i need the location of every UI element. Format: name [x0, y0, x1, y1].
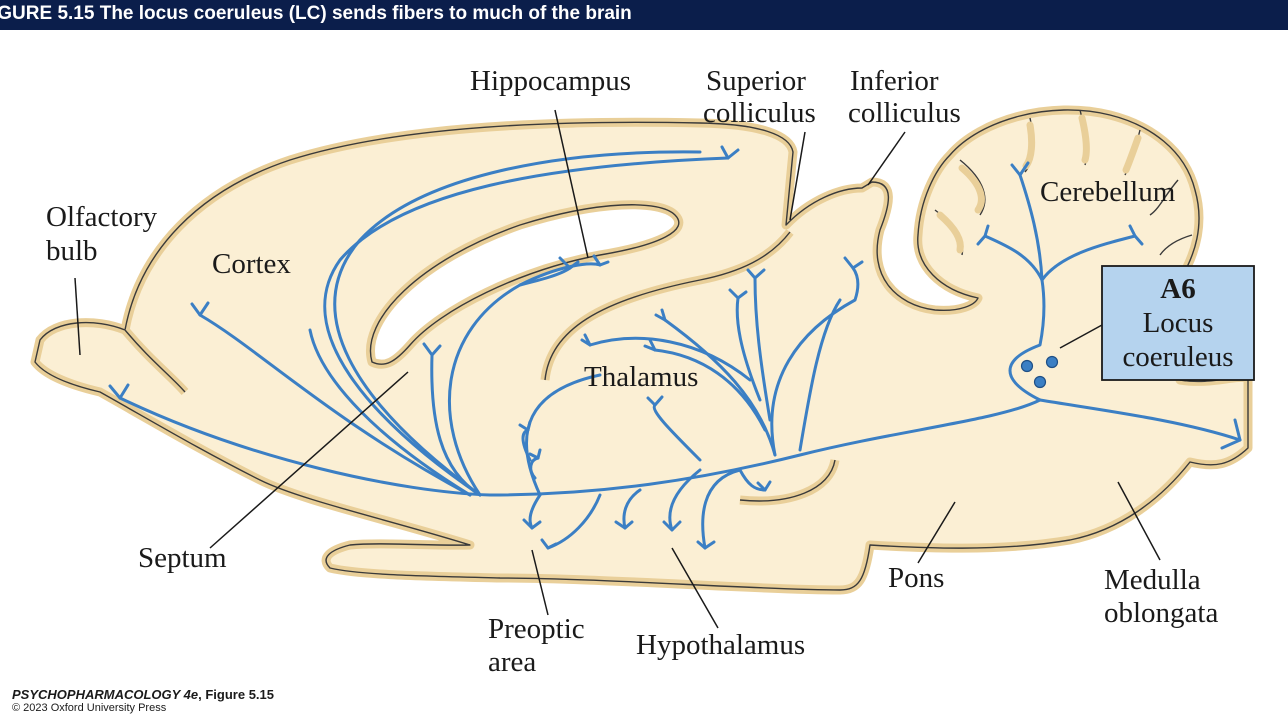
- callout-title: A6: [1160, 273, 1195, 305]
- figure-credit: PSYCHOPHARMACOLOGY 4e, Figure 5.15 © 202…: [12, 687, 274, 714]
- figure-title: IGURE 5.15 The locus coeruleus (LC) send…: [0, 3, 632, 24]
- label-septum: Septum: [138, 542, 227, 574]
- figure-title-bar: IGURE 5.15 The locus coeruleus (LC) send…: [0, 0, 1288, 30]
- label-preoptic-area-2: area: [488, 646, 536, 678]
- label-superior-colliculus-1: Superior: [706, 65, 806, 97]
- label-pons: Pons: [888, 562, 944, 594]
- brain-outline-inner: [34, 109, 1249, 591]
- book-title: PSYCHOPHARMACOLOGY 4e: [12, 687, 199, 702]
- figure-citation: PSYCHOPHARMACOLOGY 4e, Figure 5.15: [12, 687, 274, 702]
- copyright: © 2023 Oxford University Press: [12, 702, 167, 714]
- label-thalamus: Thalamus: [584, 361, 698, 393]
- leader-lines: [74, 109, 1161, 629]
- brain-diagram: A6 Locus coeruleus Olfactory bulb Cortex…: [30, 65, 1255, 678]
- label-hypothalamus: Hypothalamus: [636, 629, 805, 661]
- label-cortex: Cortex: [212, 248, 291, 280]
- label-medulla-oblongata-1: Medulla: [1104, 564, 1201, 596]
- label-inferior-colliculus-2: colliculus: [848, 97, 961, 129]
- label-superior-colliculus-2: colliculus: [703, 97, 816, 129]
- locus-coeruleus-callout: A6 Locus coeruleus: [1101, 265, 1255, 381]
- callout-line-2: coeruleus: [1122, 341, 1233, 373]
- label-hippocampus: Hippocampus: [470, 65, 631, 97]
- label-preoptic-area-1: Preoptic: [488, 613, 585, 645]
- label-olfactory-bulb-2: bulb: [46, 235, 98, 267]
- region-labels: Olfactory bulb Cortex Hippocampus Superi…: [46, 65, 1218, 678]
- locus-coeruleus-dots: [1020, 355, 1059, 389]
- label-medulla-oblongata-2: oblongata: [1104, 597, 1218, 629]
- fiber-terminals: [108, 145, 1144, 550]
- callout-line-1: Locus: [1143, 307, 1214, 339]
- brain-tissue: [30, 105, 1253, 595]
- label-olfactory-bulb-1: Olfactory: [46, 201, 158, 233]
- callout-box: [1101, 265, 1255, 381]
- label-cerebellum: Cerebellum: [1040, 176, 1176, 208]
- label-inferior-colliculus-1: Inferior: [850, 65, 939, 97]
- lc-fibers: [118, 150, 1242, 550]
- figure-number: , Figure 5.15: [198, 687, 275, 702]
